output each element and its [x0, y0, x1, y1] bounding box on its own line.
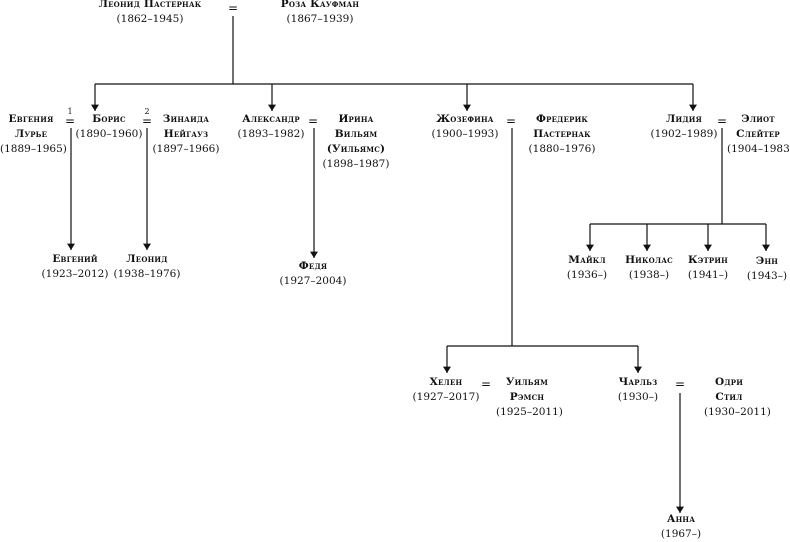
- person-name: Хелен: [429, 376, 463, 388]
- person-name: Одри Стил: [714, 376, 744, 403]
- marriage-sign-boris-zinaida: =: [141, 114, 153, 128]
- person-charlz: Чарльз (1930–): [618, 375, 658, 405]
- person-dates: (1936–): [566, 269, 608, 281]
- person-odri-stil: Одри Стил (1930–2011): [704, 375, 771, 420]
- person-zinaida-neigauz: Зинаида Нейгауз (1897–1966): [151, 112, 221, 157]
- person-dates: (1967–): [660, 528, 702, 540]
- person-enn: Энн (1943–): [747, 254, 787, 284]
- person-dates: (1893–1982): [237, 128, 305, 140]
- person-eliot-slater: Элиот Слейтер (1904–1983): [727, 112, 790, 157]
- person-evgenia-lurie: Евгения Лурье (1889–1965): [0, 112, 67, 157]
- person-roza-kaufman: Роза Кауфман (1867–1939): [281, 0, 359, 27]
- person-ketrin: Кэтрин (1941–): [688, 253, 728, 283]
- person-name: Анна: [666, 513, 696, 525]
- marriage-sign-alexandr-irina: =: [307, 114, 319, 128]
- person-name: Николас: [625, 254, 673, 266]
- person-name: Кэтрин: [687, 254, 729, 266]
- person-name: Зинаида Нейгауз: [162, 113, 210, 140]
- person-evgeny: Евгений (1923–2012): [42, 252, 109, 282]
- person-fedya: Федя (1927–2004): [280, 259, 347, 289]
- person-jozefina: Жозефина (1900–1993): [432, 112, 499, 142]
- person-name: Федя: [298, 260, 328, 272]
- person-dates: (1938–): [628, 269, 670, 281]
- person-name: Александр: [242, 113, 300, 125]
- person-name: Уильям Рэмсн: [505, 376, 549, 403]
- person-dates: (1897–1966): [152, 143, 220, 155]
- person-name: Жозефина: [436, 113, 494, 125]
- person-dates: (1904–1983): [727, 143, 790, 155]
- person-dates: (1898–1987): [322, 158, 390, 170]
- person-leonid-pasternak: Леонид Пастернак (1862–1945): [99, 0, 202, 27]
- person-dates: (1930–2011): [704, 406, 771, 418]
- person-name: Леонид Пастернак: [98, 0, 202, 10]
- marriage-sign-leonid-roza: =: [227, 1, 239, 15]
- person-name: Евгений: [52, 253, 98, 265]
- person-dates: (1900–1993): [431, 128, 499, 140]
- person-dates: (1880–1976): [528, 143, 596, 155]
- person-frederik-pasternak: Фредерик Пастернак (1880–1976): [527, 112, 597, 157]
- person-dates: (1925–2011): [496, 406, 563, 418]
- person-name: Борис: [92, 113, 126, 125]
- person-boris: Борис (1890–1960): [76, 112, 143, 142]
- person-dates: (1927–2004): [279, 275, 347, 287]
- person-name: Леонид: [126, 253, 168, 265]
- person-dates: (1943–): [746, 270, 788, 282]
- person-dates: (1889–1965): [0, 143, 67, 155]
- marriage-sign-charlz-odri: =: [674, 377, 686, 391]
- person-dates: (1938–1976): [113, 268, 181, 280]
- marriage-number-1: 1: [67, 107, 73, 116]
- person-alexandr: Александр (1893–1982): [238, 112, 305, 142]
- person-dates: (1941–): [687, 269, 729, 281]
- person-name: Элиот Слейтер: [736, 113, 780, 140]
- person-uilyam-remsn: Уильям Рэмсн (1925–2011): [496, 375, 563, 420]
- marriage-sign-lidia-eliot: =: [716, 114, 728, 128]
- person-name: Евгения Лурье: [8, 113, 54, 140]
- person-name: Ирина Вильям (Уильямс): [326, 113, 386, 155]
- person-dates: (1867–1939): [286, 13, 354, 25]
- person-dates: (1927–2017): [412, 391, 480, 403]
- person-dates: (1862–1945): [116, 13, 184, 25]
- person-name: Роза Кауфман: [280, 0, 360, 10]
- marriage-sign-jozefina-frederik: =: [505, 114, 517, 128]
- person-name: Фредерик Пастернак: [533, 113, 591, 140]
- person-nikolas: Николас (1938–): [625, 253, 673, 283]
- person-helen: Хелен (1927–2017): [413, 375, 480, 405]
- person-name: Чарльз: [618, 376, 658, 388]
- person-dates: (1902–1989): [650, 128, 718, 140]
- person-anna: Анна (1967–): [661, 512, 701, 542]
- person-dates: (1930–): [617, 391, 659, 403]
- person-dates: (1923–2012): [41, 268, 109, 280]
- person-leonid-jr: Леонид (1938–1976): [114, 252, 181, 282]
- person-name: Энн: [755, 255, 779, 267]
- marriage-sign-helen-uilyam: =: [480, 377, 492, 391]
- person-name: Лидия: [666, 113, 702, 125]
- person-dates: (1890–1960): [75, 128, 143, 140]
- marriage-sign-evgenia-boris: =: [64, 114, 76, 128]
- person-lidia: Лидия (1902–1989): [651, 112, 718, 142]
- person-name: Майкл: [568, 254, 606, 266]
- person-maikl: Майкл (1936–): [567, 253, 607, 283]
- person-irina-vilyam: Ирина Вильям (Уильямс) (1898–1987): [318, 112, 394, 172]
- marriage-number-2: 2: [144, 107, 150, 116]
